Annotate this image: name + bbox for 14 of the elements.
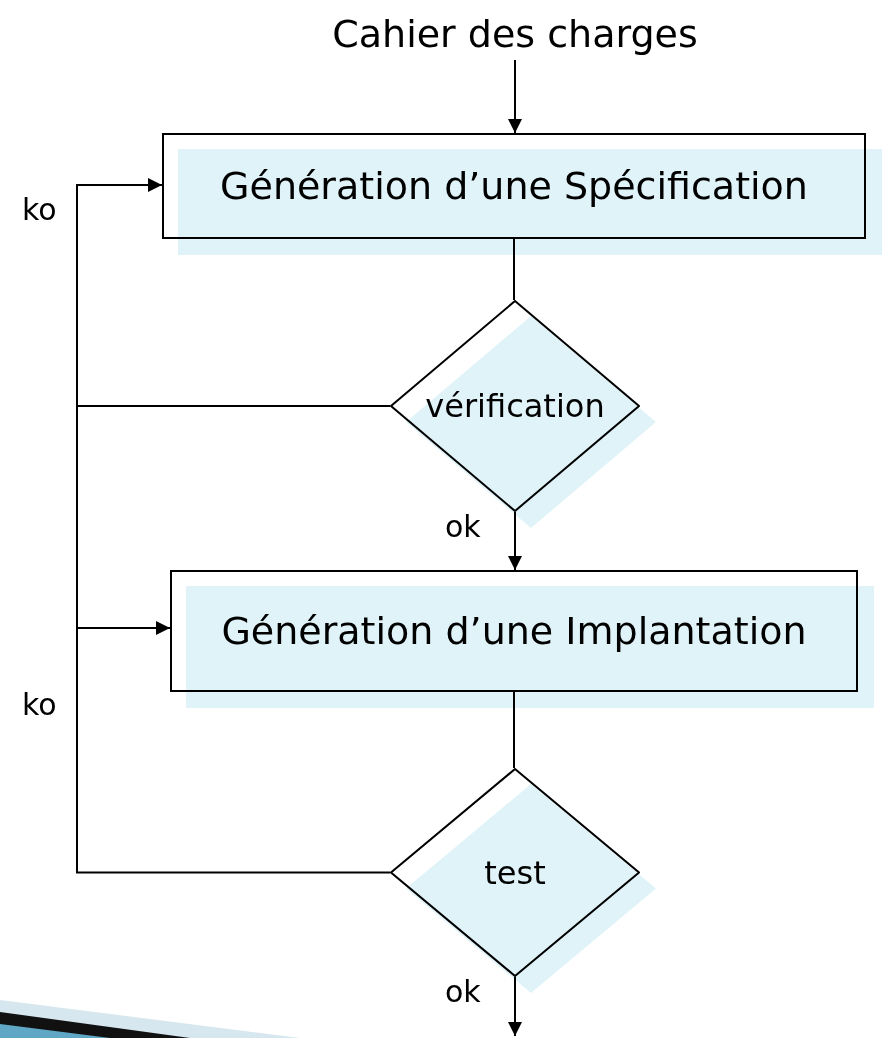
box-label: Génération d’une Spécification (220, 164, 808, 208)
arrow (508, 59, 522, 134)
decision-label: vérification (425, 387, 605, 425)
decision-diamond (390, 768, 640, 977)
decision-label: test (484, 853, 546, 892)
arrow (508, 976, 522, 1037)
title-label: Cahier des charges (332, 12, 698, 56)
arrow (76, 178, 391, 407)
process-box (170, 570, 858, 692)
box-label: Génération d’une Implantation (221, 609, 807, 653)
process-box (162, 133, 866, 239)
decision-diamond (390, 300, 640, 512)
arrow (76, 621, 391, 874)
arrow (508, 511, 522, 571)
